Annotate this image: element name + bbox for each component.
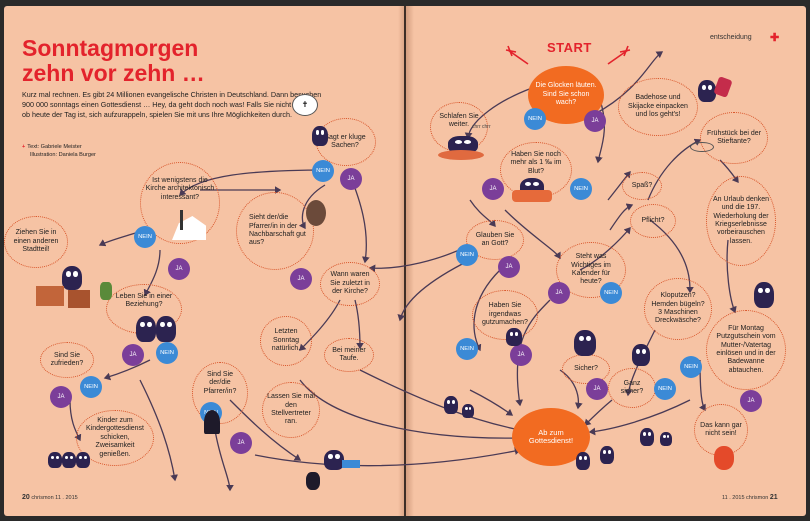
reading-monster-icon (444, 396, 458, 414)
folio-left-text: chrismon 11 . 2015 (31, 495, 78, 501)
monster-icon (156, 316, 176, 342)
ja-badge: JA (122, 344, 144, 366)
bed-icon (438, 150, 484, 160)
node-urlaub: An Urlaub denken und die 197. Wiederholu… (706, 176, 776, 266)
folio-left: 20 chrismon 11 . 2015 (22, 494, 78, 501)
node-wannzuletzt: Wann waren Sie zuletzt in der Kirche? (320, 262, 380, 306)
monster-icon (76, 452, 90, 468)
nein-badge: NEIN (134, 226, 156, 248)
node-stellvertreter: Lassen Sie mal den Stellvertreter ran. (262, 382, 320, 438)
node-stadtteil: Ziehen Sie in einen anderen Stadtteil! (4, 216, 68, 268)
monster-icon (506, 328, 522, 346)
title-line-1: Sonntagmorgen (22, 35, 199, 61)
moving-box-icon (68, 290, 90, 308)
credits-illustration: Illustration: Daniela Burger (30, 151, 96, 158)
credits-plus-icon: + (22, 144, 26, 150)
ja-badge: JA (482, 178, 504, 200)
pastor-icon (306, 472, 320, 490)
ja-badge: JA (230, 432, 252, 454)
ja-badge: JA (586, 378, 608, 400)
reading-monster-icon (462, 404, 474, 418)
node-kalender: Steht was Wichtiges im Kalender für heut… (556, 242, 626, 298)
node-montag: Für Montag Putzgutschein vom Mutter-/Vat… (706, 310, 786, 390)
ja-badge: JA (340, 168, 362, 190)
nein-badge: NEIN (654, 378, 676, 400)
title-line-2: zehn vor zehn … (22, 60, 205, 86)
node-siesie: Sind Sie der/die Pfarrer/in? (192, 362, 248, 424)
plant-icon (100, 282, 112, 300)
monster-icon (574, 330, 596, 356)
section-label: entscheidung (710, 34, 752, 41)
reading-monster-icon (660, 432, 672, 446)
node-fruehstueck: Frühstück bei der Stieftante? (700, 112, 768, 164)
nein-badge: NEIN (312, 160, 334, 182)
node-pflicht: Pflicht? (630, 204, 676, 238)
reading-monster-icon (600, 446, 614, 464)
monster-icon (48, 452, 62, 468)
reading-monster-icon (576, 452, 590, 470)
ja-badge: JA (510, 344, 532, 366)
ja-badge: JA (740, 390, 762, 412)
pastor-face-icon (306, 200, 326, 226)
nein-badge: NEIN (524, 108, 546, 130)
page-title: Sonntagmorgen zehn vor zehn … (22, 36, 262, 86)
node-glauben: Glauben Sie an Gott? (466, 220, 524, 260)
node-badehose: Badehose und Skijacke einpacken und los … (618, 78, 698, 136)
folio-right: 11 . 2015 chrismon 21 (722, 494, 778, 501)
nein-badge: NEIN (600, 282, 622, 304)
ghost-pastor-icon (204, 410, 220, 434)
church-tower-icon (180, 210, 183, 230)
start-label: START (547, 40, 592, 55)
monster-icon (324, 450, 344, 470)
nein-badge: NEIN (80, 376, 102, 398)
nein-badge: NEIN (456, 338, 478, 360)
plate-icon (690, 142, 714, 152)
monster-icon (312, 126, 328, 146)
node-gutzumachen: Haben Sie irgendwas gutzumachen? (472, 290, 538, 340)
ja-badge: JA (290, 268, 312, 290)
page-gutter (398, 6, 414, 516)
monster-icon (62, 266, 82, 290)
ja-badge: JA (50, 386, 72, 408)
ja-badge: JA (498, 256, 520, 278)
node-letzten: Letzten Sonntag natürlich. (260, 316, 312, 366)
node-kloputzen: Kloputzen? Hemden bügeln? 3 Maschinen Dr… (644, 278, 712, 340)
red-monster-icon (714, 446, 734, 470)
node-kinder: Kinder zum Kindergottesdienst schicken, … (76, 410, 154, 466)
node-architektonisch: Ist wenigstens die Kirche architektonisc… (140, 162, 220, 244)
intro-text: Kurz mal rechnen. Es gibt 24 Millionen e… (22, 90, 322, 119)
page-number-left: 20 (22, 494, 30, 501)
monster-icon (754, 282, 774, 308)
monster-icon (632, 344, 650, 366)
section-plus-icon: ✚ (770, 32, 780, 44)
ja-badge: JA (548, 282, 570, 304)
page-number-right: 21 (769, 494, 778, 501)
credits: +Text: Gabriele Meister Illustration: Da… (22, 144, 96, 159)
node-pfarrerin: Sieht der/die Pfarrer/in in der Nachbars… (236, 192, 314, 270)
nein-badge: NEIN (156, 342, 178, 364)
node-ganzsicher: Ganz sicher? (608, 368, 656, 408)
node-spass: Spaß? (622, 172, 662, 200)
ja-badge: JA (584, 110, 606, 132)
pillow-icon (512, 190, 552, 202)
reading-monster-icon (640, 428, 654, 446)
snore-text: chrr chrr (472, 124, 491, 130)
ja-badge: JA (168, 258, 190, 280)
lounge-chair-icon (342, 460, 360, 468)
monster-icon (136, 316, 156, 342)
credits-text: Text: Gabriele Meister (27, 144, 82, 150)
cross-thought-icon: ✝ (292, 94, 318, 116)
folio-right-text: 11 . 2015 chrismon (722, 495, 769, 501)
nein-badge: NEIN (456, 244, 478, 266)
sleeping-monster-icon (448, 136, 478, 154)
node-zufrieden: Sind Sie zufrieden? (40, 342, 94, 378)
monster-icon (62, 452, 76, 468)
moving-box-icon (36, 286, 64, 306)
node-taufe: Bei meiner Taufe. (324, 338, 374, 372)
nein-badge: NEIN (680, 356, 702, 378)
monster-icon (698, 80, 716, 102)
nein-badge: NEIN (570, 178, 592, 200)
